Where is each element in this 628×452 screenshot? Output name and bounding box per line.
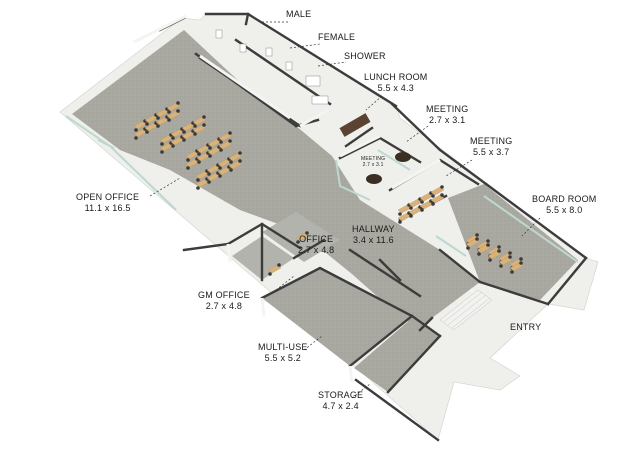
leader-lines: [149, 21, 541, 399]
label-male: MALE: [286, 9, 312, 19]
glazing: [65, 115, 579, 263]
label-shower: SHOWER: [344, 51, 386, 61]
restroom-fixtures: [215, 29, 329, 105]
open-office-desks: [133, 101, 243, 190]
floor-multi-use: [262, 268, 412, 366]
floor-board-room: [448, 184, 578, 300]
room-desks: [267, 185, 524, 276]
label-female: FEMALE: [318, 32, 356, 42]
floor-storage: [354, 318, 440, 392]
meeting-tables: [339, 113, 411, 184]
entry-stairs: [439, 289, 493, 331]
label-entry: ENTRY: [510, 322, 542, 332]
